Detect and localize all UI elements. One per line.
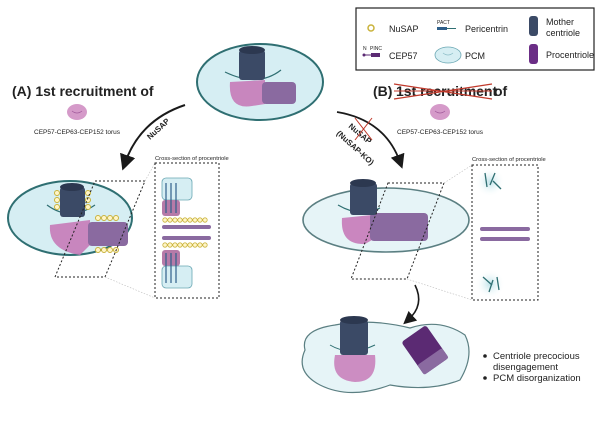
mother-centriole	[239, 50, 265, 80]
arrow-b	[336, 111, 405, 169]
outcome-1: Centriole precocious	[493, 351, 580, 362]
cep57-pinc-tag: PINC	[370, 46, 382, 52]
panel-b-title-suffix: of	[494, 83, 508, 99]
legend-nusap-label: NuSAP	[389, 24, 419, 34]
legend-mother-line1: Mother	[546, 17, 574, 27]
panel-b-title-prefix: (B)	[373, 83, 392, 99]
legend: NuSAP PACT Pericentrin Mother centriole …	[355, 7, 595, 71]
procentriole-b	[370, 213, 428, 241]
torus-c	[334, 355, 376, 382]
legend-procentriole-label: Procentriole	[546, 50, 594, 60]
outcome-list: Centriole precocious disengagement PCM d…	[483, 351, 581, 384]
arrow-a	[120, 104, 186, 171]
pericentrin-icon	[437, 27, 447, 30]
torus-b	[341, 215, 372, 245]
procentriole-a	[88, 222, 128, 246]
scattered-pericentrin-top	[484, 172, 502, 190]
legend-pericentrin-label: Pericentrin	[465, 24, 508, 34]
nusap-ring-icon	[367, 24, 375, 32]
procentriole-c	[402, 326, 448, 375]
legend-pcm-label: PCM	[465, 51, 485, 61]
mother-centriole-b	[350, 183, 377, 215]
outcome-1-cont: disengagement	[493, 362, 558, 373]
initial-centrosome	[196, 43, 324, 121]
panel-a-title: (A) 1st recruitment of	[12, 83, 154, 99]
legend-cep57-label: CEP57	[389, 51, 418, 61]
torus	[229, 80, 265, 107]
panel-a: (A) 1st recruitment of CEP57-CEP63-CEP15…	[7, 83, 229, 299]
panel-b-torus-label: CEP57-CEP63-CEP152 torus	[397, 129, 484, 136]
legend-box	[355, 7, 595, 71]
legend-mother-line2: centriole	[546, 28, 580, 38]
arrow-disengage	[403, 284, 420, 325]
torus-icon	[430, 104, 450, 120]
strike-line	[354, 117, 373, 141]
outcome-2: PCM disorganization	[493, 373, 581, 384]
cep57-icon	[362, 53, 380, 57]
cep57-n-tag: N	[363, 46, 367, 52]
procentriole-icon	[529, 44, 538, 64]
panel-a-cross-section-label: Cross-section of procentriole	[155, 156, 229, 162]
scattered-pericentrin-bottom	[482, 276, 500, 293]
pact-tag: PACT	[437, 20, 450, 26]
mother-centriole-c	[340, 320, 368, 355]
cross-section-box-b	[471, 164, 539, 301]
torus-a	[49, 220, 90, 255]
procentriole	[262, 82, 296, 104]
mother-centriole-a	[60, 187, 85, 217]
nusap-rings-a	[54, 190, 119, 253]
arrow-a-label: NuSAP	[145, 116, 172, 141]
panel-b: (B) 1st recruitment of CEP57-CEP63-CEP15…	[301, 83, 581, 394]
panel-a-torus-label: CEP57-CEP63-CEP152 torus	[34, 129, 121, 136]
mother-centriole-icon	[529, 16, 538, 36]
cross-section-plane-b	[350, 182, 445, 280]
panel-b-cross-section-label: Cross-section of procentriole	[472, 157, 546, 163]
torus-icon	[67, 104, 87, 120]
cross-section-box-a	[154, 162, 220, 299]
